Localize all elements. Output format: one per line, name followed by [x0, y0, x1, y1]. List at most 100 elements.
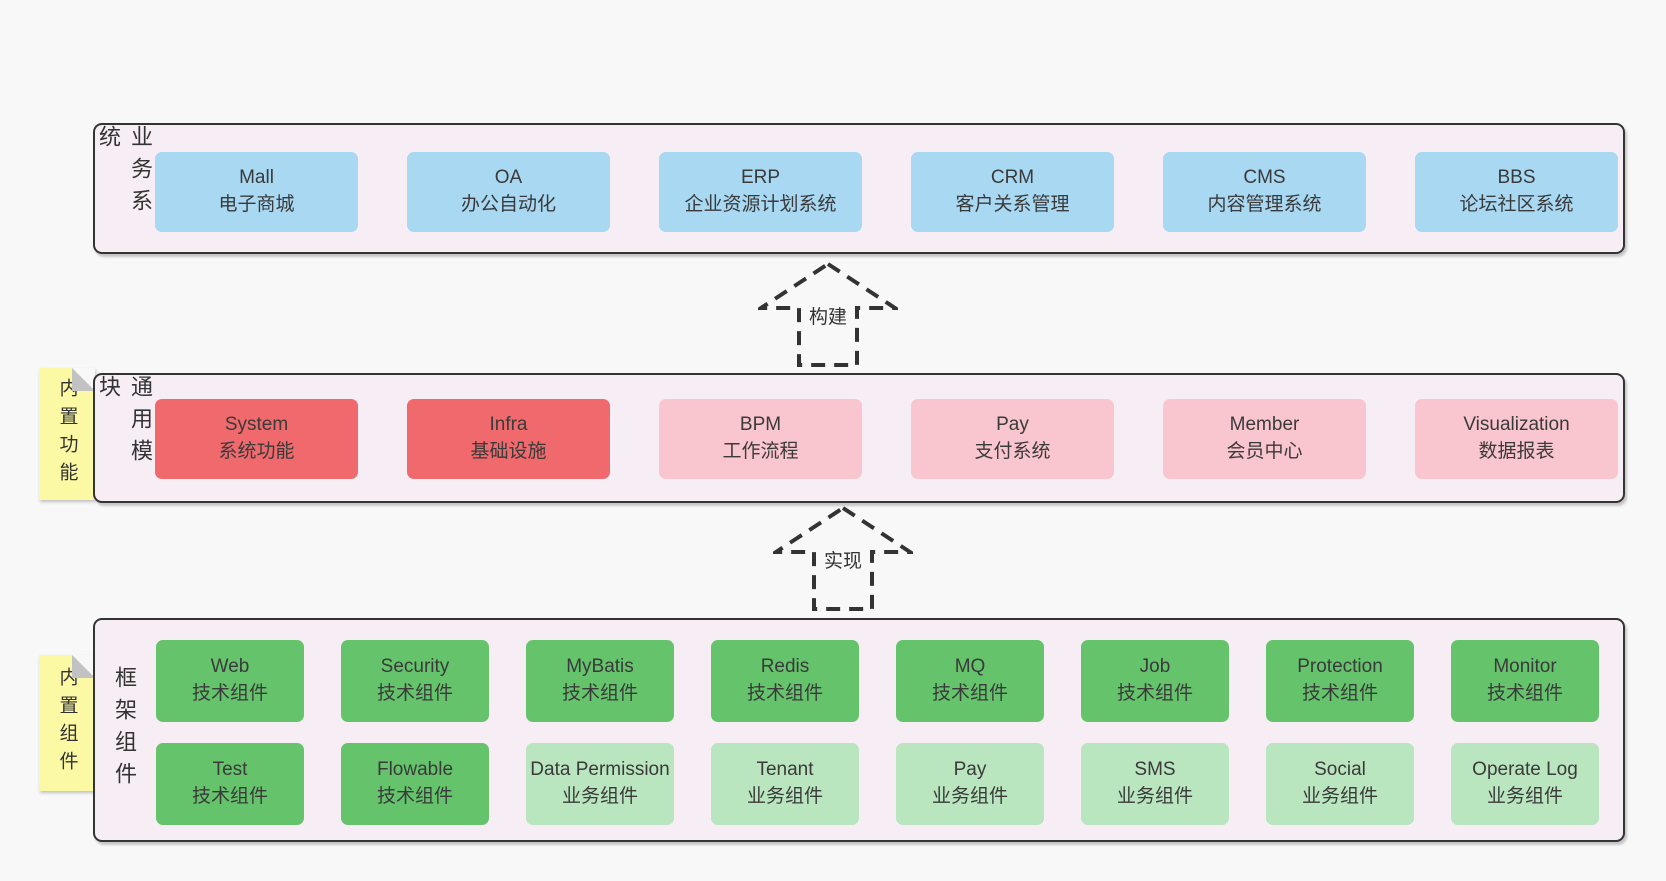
arrow-build: 构建 [758, 261, 898, 369]
box-title: Protection [1297, 656, 1383, 678]
box-title: Test [212, 759, 248, 781]
box-mall: Mall 电子商城 [155, 152, 358, 232]
box-subtitle: 会员中心 [1226, 441, 1303, 462]
box-subtitle: 技术组件 [191, 683, 268, 704]
box-mybatis: MyBatis 技术组件 [526, 640, 674, 722]
arrow-label-build: 构建 [805, 302, 851, 329]
box-title: Pay [953, 759, 987, 781]
box-subtitle: 技术组件 [191, 786, 268, 807]
box-subtitle: 业务组件 [1301, 786, 1378, 807]
box-system: System 系统功能 [155, 399, 358, 479]
box-subtitle: 技术组件 [376, 786, 453, 807]
band-framework-components: 框架组件 Web 技术组件 Security 技术组件 MyBatis 技术组件… [93, 618, 1625, 842]
box-subtitle: 论坛社区系统 [1459, 194, 1574, 215]
box-operate-log: Operate Log 业务组件 [1451, 743, 1599, 825]
box-data-permission: Data Permission 业务组件 [526, 743, 674, 825]
box-subtitle: 系统功能 [218, 441, 295, 462]
box-subtitle: 基础设施 [470, 441, 547, 462]
box-subtitle: 内容管理系统 [1207, 194, 1322, 215]
box-subtitle: 业务组件 [561, 786, 638, 807]
box-oa: OA 办公自动化 [407, 152, 610, 232]
band-label-business-systems: 业务系统 [96, 125, 153, 221]
band-business-systems: 业务系统 Mall 电子商城 OA 办公自动化 ERP 企业资源计划系统 CRM… [93, 123, 1625, 254]
box-subtitle: 技术组件 [931, 683, 1008, 704]
box-social: Social 业务组件 [1266, 743, 1414, 825]
box-cms: CMS 内容管理系统 [1163, 152, 1366, 232]
box-subtitle: 业务组件 [1486, 786, 1563, 807]
box-subtitle: 业务组件 [1116, 786, 1193, 807]
box-title: Social [1314, 759, 1366, 781]
box-title: Job [1139, 656, 1171, 678]
box-subtitle: 电子商城 [218, 194, 295, 215]
box-title: BBS [1497, 167, 1536, 189]
box-test: Test 技术组件 [156, 743, 304, 825]
box-job: Job 技术组件 [1081, 640, 1229, 722]
band-label-framework-components: 框架组件 [112, 666, 137, 794]
framework-components-row-2: Test 技术组件 Flowable 技术组件 Data Permission … [156, 743, 1599, 825]
box-title: MQ [954, 656, 986, 678]
box-subtitle: 客户关系管理 [955, 194, 1070, 215]
box-bbs: BBS 论坛社区系统 [1415, 152, 1618, 232]
box-infra: Infra 基础设施 [407, 399, 610, 479]
box-subtitle: 业务组件 [931, 786, 1008, 807]
box-subtitle: 技术组件 [1486, 683, 1563, 704]
box-title: CMS [1243, 167, 1286, 189]
sticky-note-builtin-components: 内置组件 [39, 655, 95, 791]
box-subtitle: 技术组件 [1116, 683, 1193, 704]
box-title: Data Permission [530, 759, 670, 781]
box-title: SMS [1134, 759, 1176, 781]
box-redis: Redis 技术组件 [711, 640, 859, 722]
box-subtitle: 企业资源计划系统 [684, 194, 837, 215]
box-pay-module: Pay 支付系统 [911, 399, 1114, 479]
arrow-implement: 实现 [773, 505, 913, 613]
sticky-note-builtin-features: 内置功能 [39, 368, 95, 500]
box-protection: Protection 技术组件 [1266, 640, 1414, 722]
band-label-common-modules: 通用模块 [96, 375, 153, 471]
box-title: Security [380, 656, 450, 678]
box-subtitle: 技术组件 [1301, 683, 1378, 704]
business-systems-row: Mall 电子商城 OA 办公自动化 ERP 企业资源计划系统 CRM 客户关系… [155, 152, 1618, 232]
box-title: Pay [996, 414, 1029, 436]
box-subtitle: 工作流程 [722, 441, 799, 462]
framework-components-row-1: Web 技术组件 Security 技术组件 MyBatis 技术组件 Redi… [156, 640, 1599, 722]
box-title: Operate Log [1472, 759, 1578, 781]
box-title: Flowable [376, 759, 454, 781]
box-subtitle: 数据报表 [1478, 441, 1555, 462]
box-title: Infra [489, 414, 528, 436]
box-security: Security 技术组件 [341, 640, 489, 722]
box-subtitle: 办公自动化 [460, 194, 556, 215]
box-title: ERP [740, 167, 781, 189]
box-title: System [224, 414, 289, 436]
box-title: Member [1229, 414, 1300, 436]
box-sms: SMS 业务组件 [1081, 743, 1229, 825]
box-subtitle: 技术组件 [376, 683, 453, 704]
box-subtitle: 支付系统 [974, 441, 1051, 462]
box-title: MyBatis [566, 656, 634, 678]
box-mq: MQ 技术组件 [896, 640, 1044, 722]
sticky-note-text: 内置功能 [56, 378, 78, 490]
box-member: Member 会员中心 [1163, 399, 1366, 479]
box-visualization: Visualization 数据报表 [1415, 399, 1618, 479]
box-flowable: Flowable 技术组件 [341, 743, 489, 825]
box-bpm: BPM 工作流程 [659, 399, 862, 479]
box-title: Redis [760, 656, 810, 678]
box-title: OA [494, 167, 523, 189]
box-title: BPM [739, 414, 782, 436]
band-common-modules: 通用模块 System 系统功能 Infra 基础设施 BPM 工作流程 Pay… [93, 373, 1625, 503]
box-title: Visualization [1463, 414, 1570, 436]
box-title: Monitor [1493, 656, 1557, 678]
box-crm: CRM 客户关系管理 [911, 152, 1114, 232]
box-subtitle: 技术组件 [561, 683, 638, 704]
box-pay-component: Pay 业务组件 [896, 743, 1044, 825]
box-erp: ERP 企业资源计划系统 [659, 152, 862, 232]
box-tenant: Tenant 业务组件 [711, 743, 859, 825]
box-title: CRM [990, 167, 1035, 189]
arrow-label-implement: 实现 [820, 546, 866, 573]
box-title: Web [210, 656, 250, 678]
box-title: Tenant [756, 759, 814, 781]
box-subtitle: 业务组件 [746, 786, 823, 807]
box-subtitle: 技术组件 [746, 683, 823, 704]
box-monitor: Monitor 技术组件 [1451, 640, 1599, 722]
box-web: Web 技术组件 [156, 640, 304, 722]
